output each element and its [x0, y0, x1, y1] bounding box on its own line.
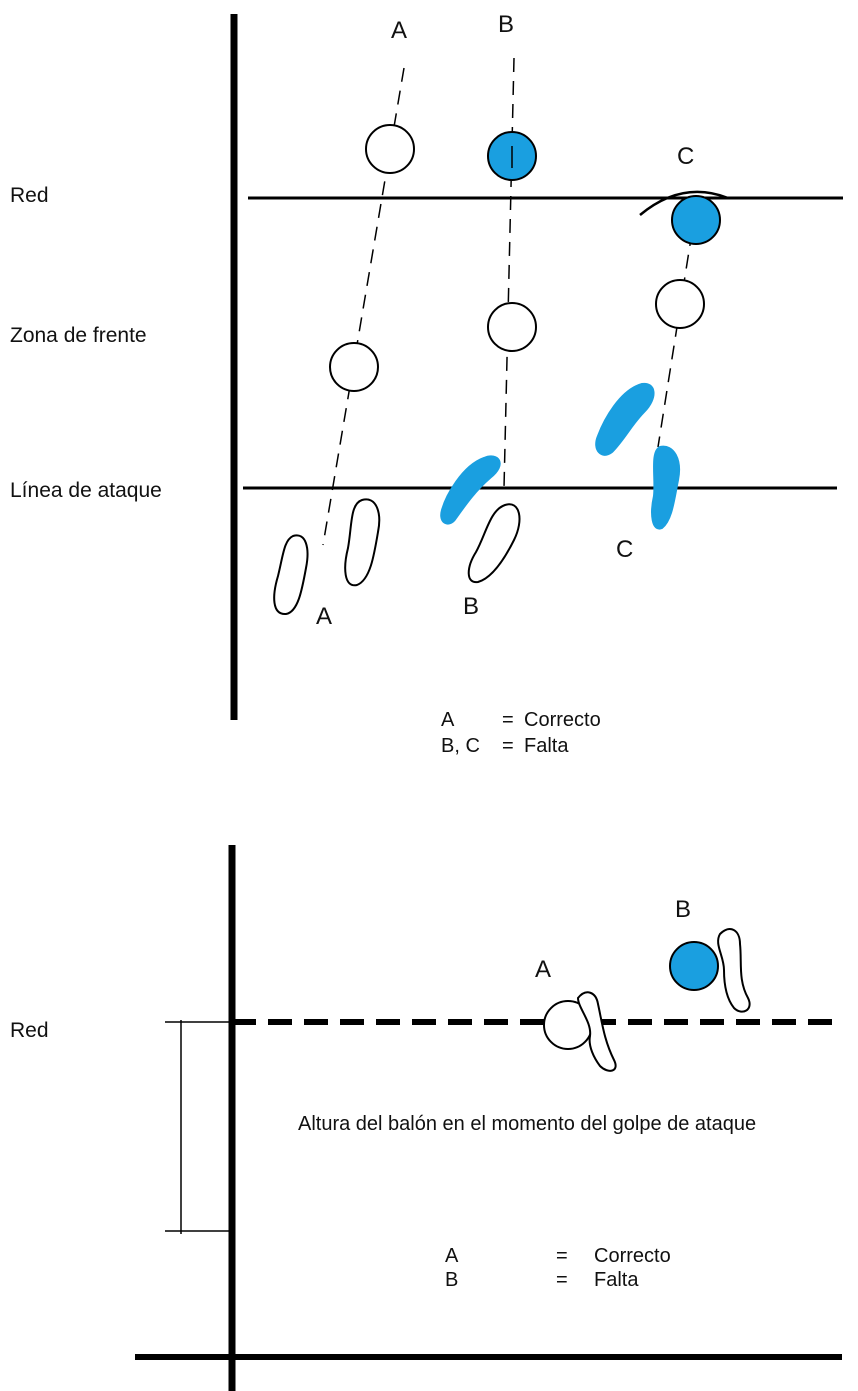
label-attack-line: Línea de ataque [10, 479, 162, 502]
footprint-b-behind [467, 503, 521, 584]
player-c-bottom-label: C [616, 536, 633, 563]
legend1-row2-value: Falta [524, 735, 569, 757]
ball-c-high-fault [671, 195, 721, 245]
player-a-bottom-label: A [316, 603, 332, 630]
label-red-2: Red [10, 1019, 49, 1042]
caption-ball-height: Altura del balón en el momento del golpe… [298, 1113, 756, 1135]
legend1-row1-value: Correcto [524, 709, 601, 731]
legend1-row1-key: A [441, 709, 455, 731]
ball-b-above-net-fault [669, 941, 719, 991]
ball-b-low [487, 302, 537, 352]
player-b-top-label: B [498, 11, 514, 38]
hand-a [576, 991, 617, 1072]
label-red: Red [10, 184, 49, 207]
legend-diagram1: A = Correcto B, C = Falta [441, 709, 601, 757]
legend2-row1-key: A [445, 1245, 459, 1267]
player-c-top-label: C [677, 143, 694, 170]
legend2-row1-value: Correcto [594, 1245, 671, 1267]
hand-b [717, 928, 751, 1013]
ball-c-low [655, 279, 705, 329]
legend1-row2-key: B, C [441, 735, 480, 757]
player-b-label-2: B [675, 896, 691, 923]
diagram-attack-line: Red Zona de frente Línea de ataque A B C [10, 11, 843, 757]
footprint-b-on-line-fault [440, 455, 501, 525]
trajectory-b [503, 57, 515, 489]
diagram-ball-height: Red A B Altura del balón en el momento d… [10, 845, 842, 1391]
player-a-label-2: A [535, 956, 551, 983]
legend2-row1-eq: = [556, 1245, 568, 1267]
player-a-top-label: A [391, 17, 407, 44]
trajectory-c [657, 231, 693, 448]
legend1-row2-eq: = [502, 735, 514, 757]
footprint-a-right [344, 498, 381, 587]
footprint-a-left [273, 534, 309, 616]
player-b-bottom-label: B [463, 593, 479, 620]
ball-a-low [329, 342, 379, 392]
legend1-row1-eq: = [502, 709, 514, 731]
footprint-c-on-line-fault [651, 445, 680, 530]
legend2-row2-value: Falta [594, 1269, 639, 1291]
ball-a-high [365, 124, 415, 174]
legend2-row2-eq: = [556, 1269, 568, 1291]
hand-c-over-net [639, 190, 729, 216]
footprint-c-front-zone-fault [595, 382, 655, 456]
label-front-zone: Zona de frente [10, 324, 147, 347]
legend2-row2-key: B [445, 1269, 458, 1291]
legend-diagram2: A = Correcto B = Falta [445, 1245, 671, 1291]
